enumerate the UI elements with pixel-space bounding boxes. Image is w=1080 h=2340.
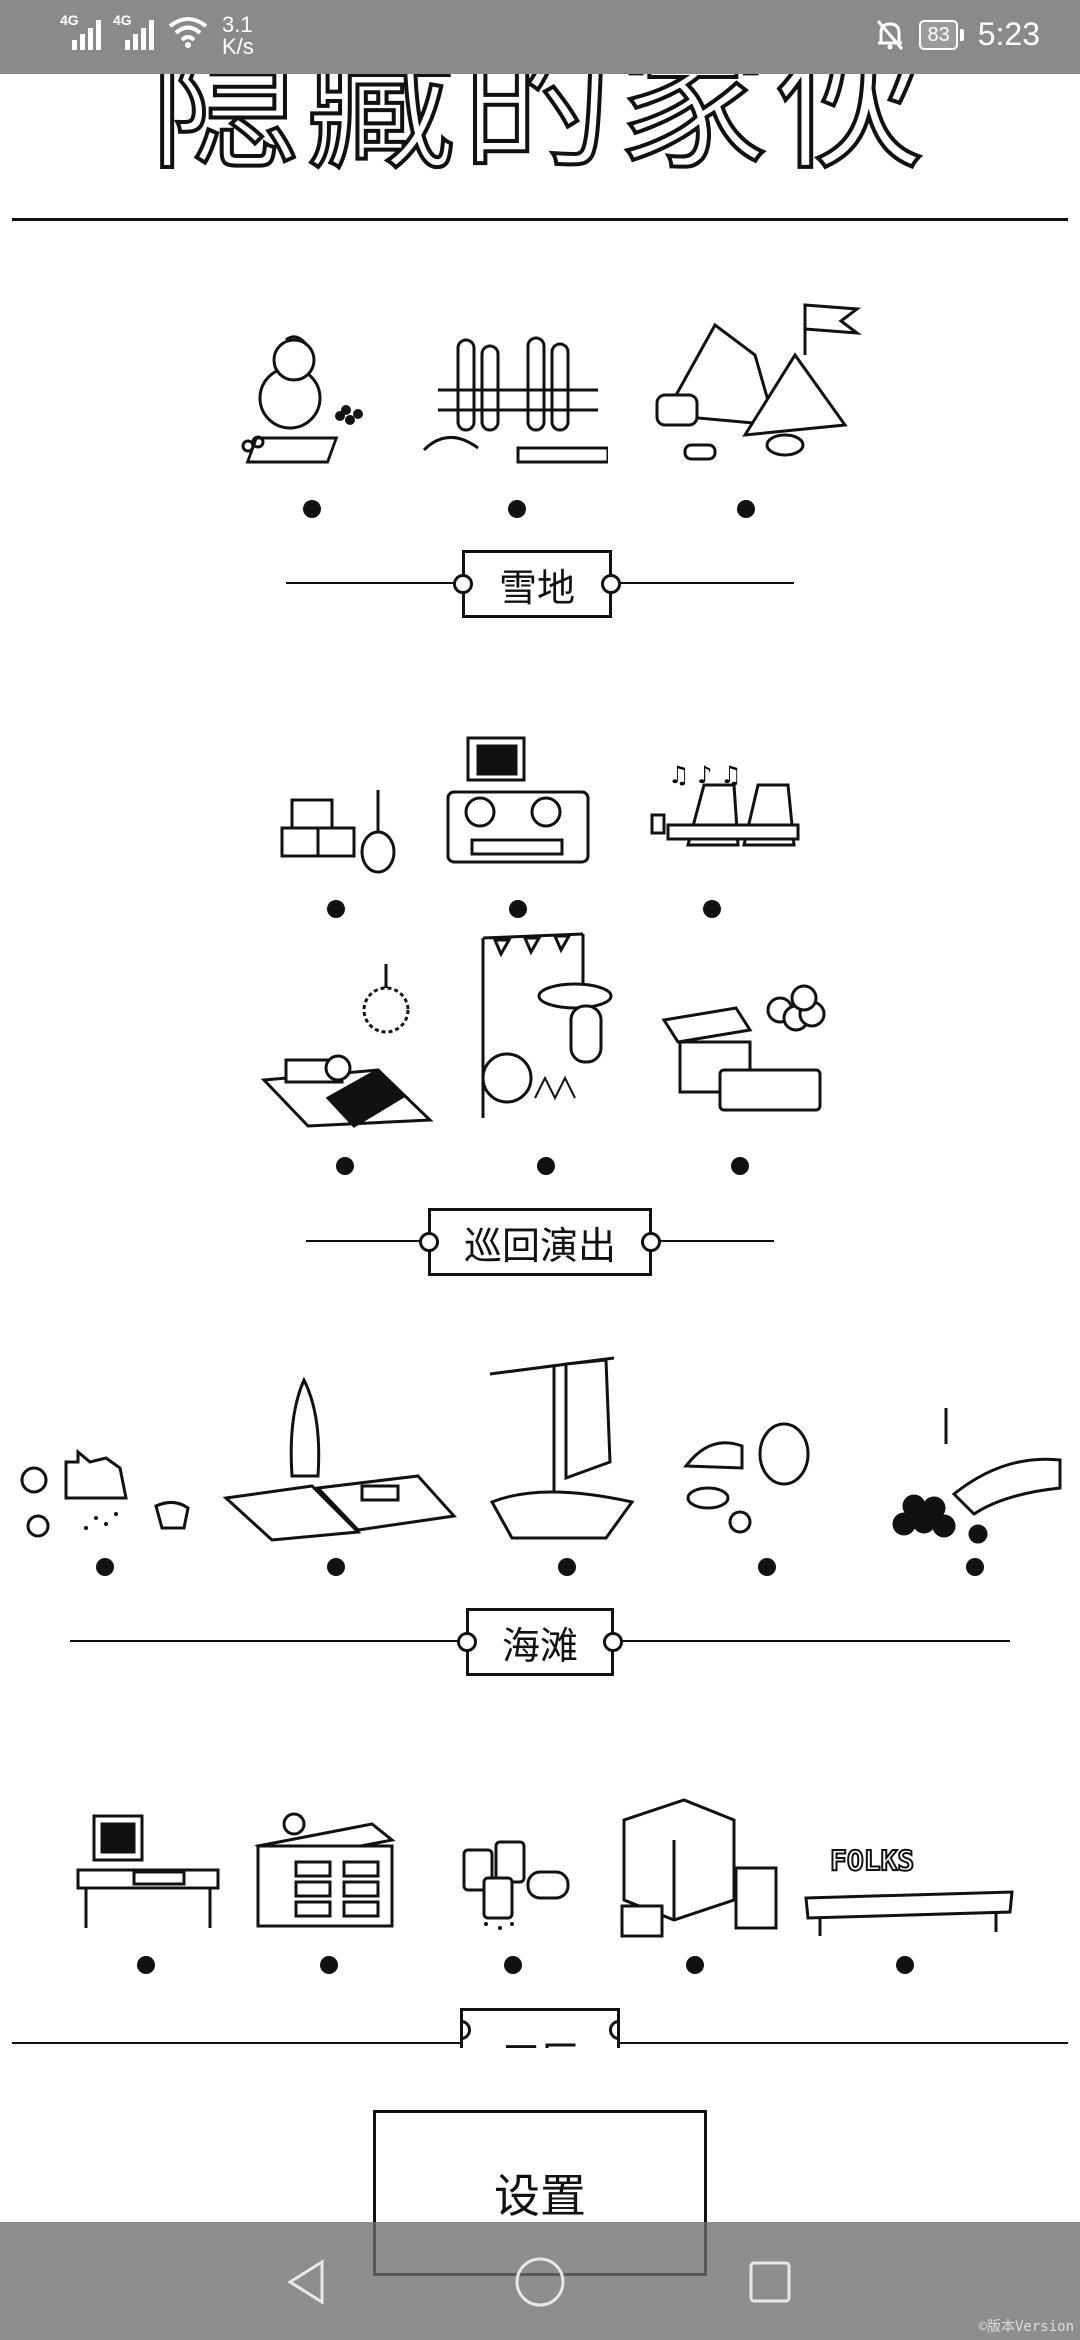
recents-icon[interactable] <box>748 2260 792 2304</box>
level-dot <box>137 1956 155 1974</box>
folks-sign: FOLKS <box>830 1844 914 1877</box>
level-dot <box>558 1558 576 1576</box>
level-beach-1[interactable] <box>16 1428 196 1548</box>
section-label-snow: 雪地 <box>462 550 612 618</box>
section-label-beach: 海滩 <box>466 1608 614 1676</box>
level-factory-1[interactable] <box>74 1810 224 1940</box>
level-tour-6[interactable] <box>660 980 830 1130</box>
level-dot <box>509 900 527 918</box>
level-dot <box>703 900 721 918</box>
signal-icon: 4G <box>60 12 101 50</box>
status-bar: 4G 4G 3.1 K/s 83 5:23 <box>0 0 1080 74</box>
signal-icon-2: 4G <box>113 12 154 50</box>
title-rule <box>12 218 1068 221</box>
level-dot <box>327 1558 345 1576</box>
home-icon[interactable] <box>514 2256 566 2308</box>
level-dot <box>336 1157 354 1175</box>
section-label-text: 海滩 <box>501 1623 578 1668</box>
battery-icon: 83 <box>919 19 964 50</box>
level-dot <box>537 1157 555 1175</box>
settings-label: 设置 <box>494 2169 586 2223</box>
svg-text:♫ ♪ ♫: ♫ ♪ ♫ <box>668 761 742 789</box>
back-icon[interactable] <box>286 2258 326 2306</box>
level-dot <box>320 1956 338 1974</box>
level-tour-1[interactable] <box>272 740 412 880</box>
section-label-text: 工厂 <box>502 2029 578 2048</box>
mute-bell-icon <box>877 19 904 50</box>
section-label-factory: 工厂 <box>460 2008 620 2048</box>
level-dot <box>508 500 526 518</box>
section-label-text: 雪地 <box>498 565 575 610</box>
level-dot <box>758 1558 776 1576</box>
level-factory-2[interactable] <box>252 1806 412 1936</box>
wifi-icon <box>168 17 208 48</box>
level-dot <box>504 1956 522 1974</box>
level-tour-4[interactable] <box>258 960 438 1130</box>
net-speed: 3.1 K/s <box>222 12 254 59</box>
section-label-tour: 巡回演出 <box>428 1208 652 1276</box>
level-factory-3[interactable] <box>456 1828 586 1938</box>
level-dot <box>327 900 345 918</box>
level-beach-5[interactable] <box>884 1404 1074 1554</box>
level-dot <box>737 500 755 518</box>
level-dot <box>731 1157 749 1175</box>
navigation-bar: ©版本Version <box>0 2222 1080 2340</box>
level-tour-5[interactable] <box>465 918 645 1128</box>
level-tour-2[interactable] <box>442 732 592 882</box>
level-dot <box>896 1956 914 1974</box>
watermark: ©版本Version <box>978 2319 1074 2335</box>
level-dot <box>686 1956 704 1974</box>
level-dot <box>96 1558 114 1576</box>
level-dot <box>966 1558 984 1576</box>
section-label-text: 巡回演出 <box>463 1223 616 1268</box>
level-snow-1[interactable] <box>228 318 398 478</box>
clock: 5:23 <box>977 16 1040 52</box>
level-factory-4[interactable] <box>614 1796 784 1946</box>
level-snow-2[interactable] <box>418 330 608 480</box>
level-factory-5[interactable]: FOLKS <box>800 1828 1020 1938</box>
level-beach-4[interactable] <box>680 1406 850 1546</box>
level-beach-2[interactable] <box>222 1376 462 1546</box>
level-tour-3[interactable]: ♫ ♪ ♫ <box>648 745 808 885</box>
level-snow-3[interactable] <box>645 295 875 485</box>
level-dot <box>303 500 321 518</box>
level-beach-3[interactable] <box>482 1352 652 1562</box>
